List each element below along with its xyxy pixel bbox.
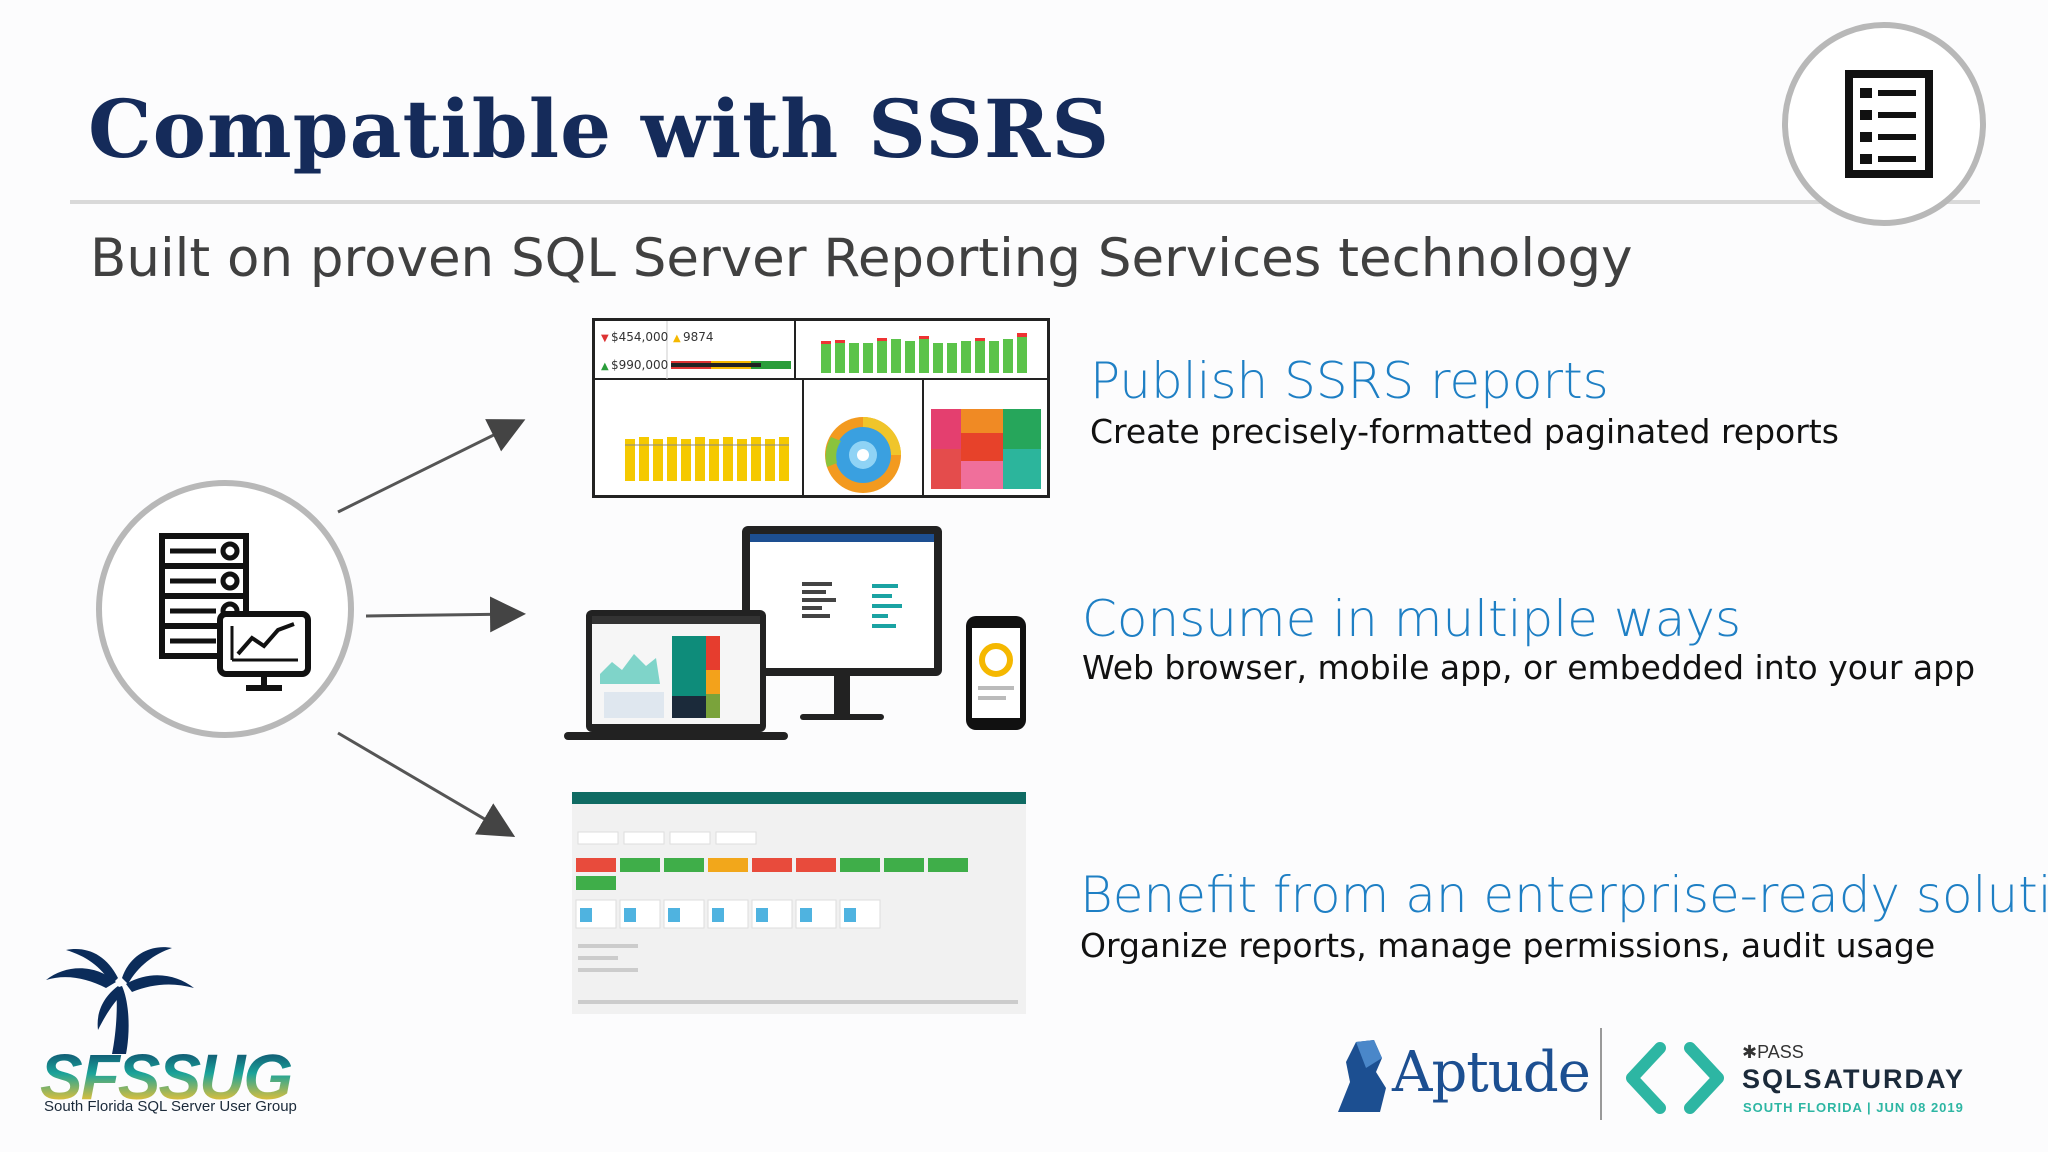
server-chart-icon [159, 533, 311, 691]
feature-2-title: Consume in multiple ways [1082, 590, 1742, 648]
kpi-arrow-down: ▼ [601, 333, 609, 344]
svg-text:▲: ▲ [601, 361, 609, 372]
title-divider [70, 200, 1980, 204]
feature-1-desc: Create precisely-formatted paginated rep… [1090, 412, 1839, 451]
arrow-down [337, 731, 516, 838]
slide-subtitle: Built on proven SQL Server Reporting Ser… [90, 228, 1633, 289]
report-list-icon [1845, 70, 1933, 178]
aptude-logo: Aptude [1336, 1034, 1591, 1124]
aptude-wordmark: Aptude [1392, 1040, 1591, 1105]
arrow-mid [365, 596, 526, 633]
sqlsaturday-subtitle: SOUTH FLORIDA | JUN 08 2019 [1743, 1100, 1964, 1115]
feature-3-desc: Organize reports, manage permissions, au… [1080, 926, 1936, 965]
sqlsaturday-wordmark: SQLSATURDAY [1742, 1064, 1966, 1094]
palm-tree-icon [46, 947, 194, 1054]
pass-star-icon: ✱ [1742, 1042, 1758, 1062]
portal-image [572, 792, 1026, 1014]
feature-1-title: Publish SSRS reports [1090, 352, 1609, 410]
kpi-value-1: $454,000 [611, 330, 668, 344]
kpi-value-3: $990,000 [611, 358, 668, 372]
pass-label: ✱PASS [1742, 1042, 1804, 1062]
feature-3-title: Benefit from an enterprise-ready solutio… [1080, 866, 2048, 924]
sqlsaturday-chevrons-icon [1626, 1042, 1724, 1114]
sfssug-logo: SFSSUG South Florida SQL Server User Gro… [26, 944, 306, 1124]
sqlsaturday-logo: ✱PASS SQLSATURDAY SOUTH FLORIDA | JUN 08… [1624, 1040, 2004, 1120]
kpi-value-2: 9874 [683, 330, 714, 344]
sfssug-wordmark: SFSSUG [40, 1041, 293, 1113]
sfssug-subtitle: South Florida SQL Server User Group [44, 1098, 297, 1115]
svg-text:▲: ▲ [673, 333, 681, 344]
slide-title: Compatible with SSRS [88, 82, 1111, 176]
feature-2-desc: Web browser, mobile app, or embedded int… [1082, 648, 1976, 687]
report-dashboard-image: ▼ $454,000 ▲ 9874 ▲ $990,000 [592, 318, 1050, 498]
report-icon-circle [1782, 22, 1986, 226]
arrow-up [337, 419, 526, 514]
aptude-mark-icon [1338, 1040, 1386, 1112]
logo-divider [1600, 1028, 1602, 1120]
devices-image [560, 524, 1030, 744]
server-icon-circle [96, 480, 354, 738]
